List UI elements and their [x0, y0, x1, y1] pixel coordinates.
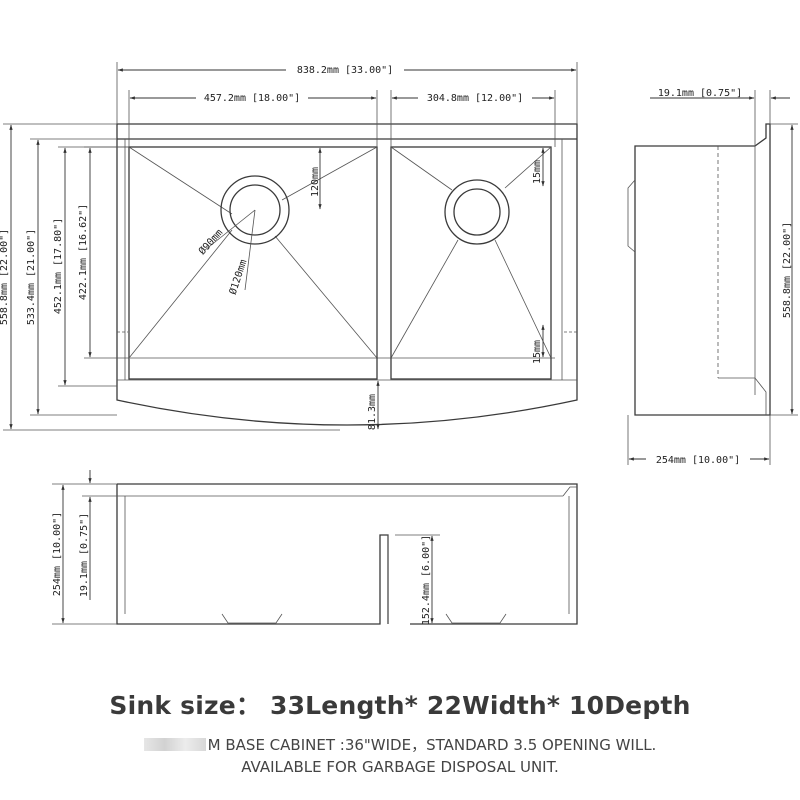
left-bowl: [128, 146, 378, 380]
dim-right-drain-offset: 15mm: [532, 160, 543, 184]
dim-total-height: 558.8mm [22.00"]: [0, 229, 10, 325]
dim-drain-inner: Ø90mm: [196, 227, 225, 257]
dim-front-depth: 254mm [10.00"]: [52, 512, 63, 596]
front-rim-return: [562, 486, 577, 497]
blurred-text: [143, 738, 206, 751]
dim-front-apron: 81.3mm: [367, 394, 378, 430]
sink-size-caption: Sink size： 33Length* 22Width* 10Depth: [109, 691, 691, 720]
front-left-outline: [116, 484, 389, 625]
dim-drain-outer: Ø120mm: [227, 258, 250, 296]
right-bowl-corner-line: [390, 146, 453, 191]
right-drain-outer: [444, 179, 510, 245]
side-outline: [634, 123, 771, 416]
dim-right-bowl-width: 304.8mm [12.00"]: [427, 93, 523, 104]
right-bowl: [390, 146, 552, 380]
inner-dimensions: 120mm Ø90mm Ø120mm 15mm 15mm 81.3mm: [196, 147, 545, 430]
dim-overall-width: 838.2mm [33.00"]: [297, 65, 393, 76]
dim-side-depth: 254mm [10.00"]: [656, 455, 740, 466]
dim-left-bowl-width: 457.2mm [18.00"]: [204, 93, 300, 104]
front-drain-left: [221, 613, 283, 624]
left-drain-outer: [220, 175, 290, 245]
dim-label-bg: [646, 452, 750, 466]
side-view: 19.1mm [0.75"] 558.8mm [22.00"] 254mm [1…: [627, 88, 798, 466]
dim-right-bottom-offset: 15mm: [532, 340, 543, 364]
dim-height-1662: 422.1mm [16.62"]: [78, 204, 89, 300]
dim-side-height: 558.8mm [22.00"]: [782, 222, 793, 318]
dim-label-bg: [286, 62, 404, 76]
top-dimensions: 838.2mm [33.00"] 457.2mm [18.00"] 304.8m…: [116, 62, 578, 147]
dim-height-1780: 452.1mm [17.80"]: [53, 218, 64, 314]
front-right-outline: [117, 483, 578, 625]
left-bowl-corner-line: [274, 235, 378, 359]
left-dimensions: 558.8mm [22.00"] 533.4mm [21.00"] 452.1m…: [0, 123, 340, 431]
right-bowl-corner-line: [504, 146, 552, 189]
left-drain-inner: [229, 184, 281, 236]
caption-line-1: M BASE CABINET :36"WIDE，STANDARD 3.5 OPE…: [0, 734, 800, 755]
right-bowl-corner-line: [390, 239, 459, 359]
dim-drain-offset: 120mm: [310, 167, 321, 197]
left-bowl-corner-line: [281, 146, 378, 201]
dim-label-bg: [418, 90, 532, 104]
dim-label-bg: [196, 90, 308, 104]
side-inner-profile: [718, 377, 767, 415]
top-view: [116, 123, 578, 426]
drain-leader: [204, 209, 256, 251]
dim-side-rim: 19.1mm [0.75"]: [658, 88, 742, 99]
dim-divider-height: 152.4mm [6.00"]: [421, 535, 432, 625]
right-drain-inner: [453, 188, 501, 236]
dim-height-21: 533.4mm [21.00"]: [26, 229, 37, 325]
side-front-lip: [627, 179, 636, 253]
sink-outline: [116, 123, 578, 426]
drain-leader: [244, 209, 256, 291]
front-view: 254mm [10.00"] 19.1mm [0.75"] 152.4mm [6…: [52, 470, 578, 625]
dim-front-rim: 19.1mm [0.75"]: [79, 513, 90, 597]
caption-line-1-text: M BASE CABINET :36"WIDE，STANDARD 3.5 OPE…: [207, 736, 657, 754]
front-drain-right: [445, 613, 507, 624]
left-bowl-corner-line: [128, 146, 233, 215]
left-bowl-corner-line: [128, 229, 233, 359]
caption-line-2: AVAILABLE FOR GARBAGE DISPOSAL UNIT.: [241, 758, 559, 776]
